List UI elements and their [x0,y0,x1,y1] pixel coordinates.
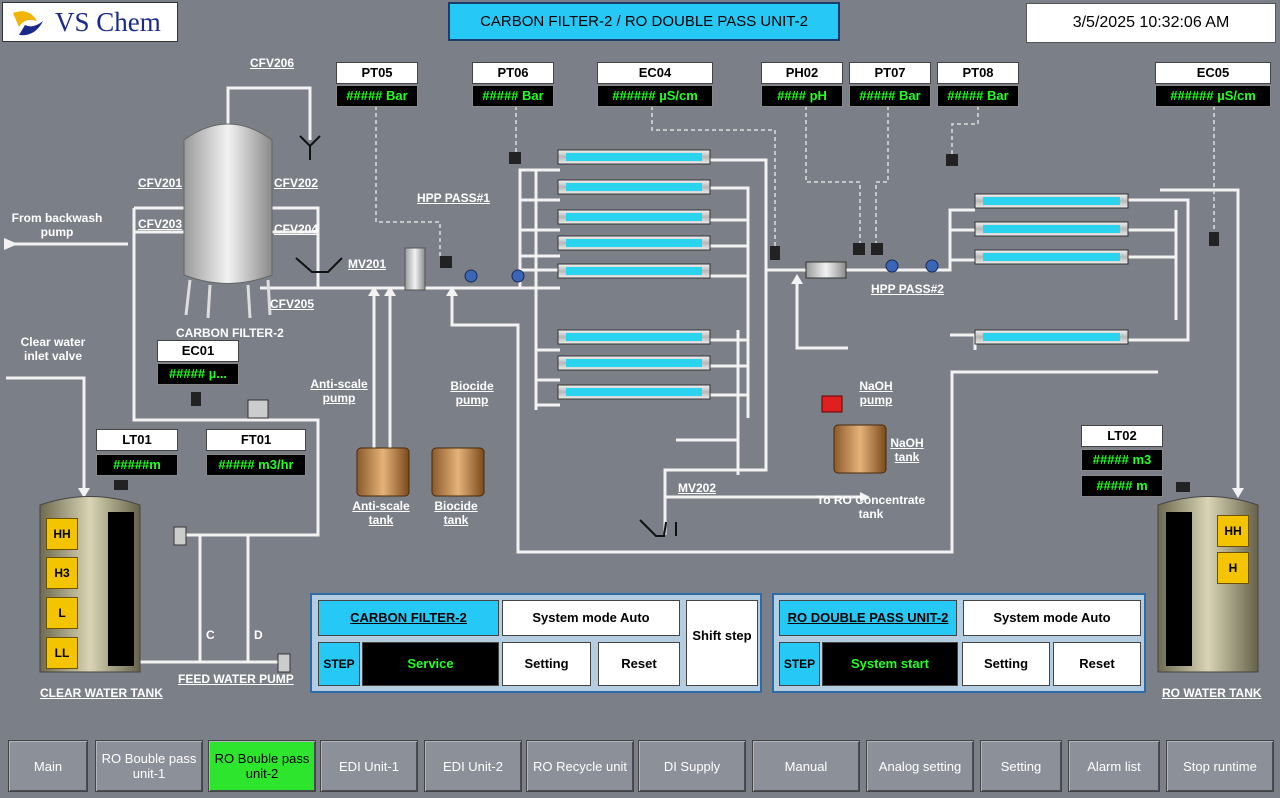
ro-level-hh: HH [1217,515,1249,547]
cfv202-label[interactable]: CFV202 [274,176,319,190]
process-diagram [4,86,1259,673]
vs-chem-logo: VS Chem [2,2,178,42]
nav-setting[interactable]: Setting [980,740,1062,792]
mv201-label[interactable]: MV201 [348,257,387,271]
ro-setting-button[interactable]: Setting [962,642,1050,686]
pt08-name: PT08 [937,62,1019,84]
antiscale-tank-label: Anti-scale tank [352,499,410,527]
nav-analog-setting[interactable]: Analog setting [866,740,974,792]
hpp-pass2-label[interactable]: HPP PASS#2 [871,282,944,296]
lt02-value-volume[interactable]: ##### m3 [1081,449,1163,471]
ro-reset-button[interactable]: Reset [1053,642,1141,686]
line-d-label: D [254,628,263,642]
antiscale-pump-label[interactable]: Anti-scale pump [310,377,368,405]
carbon-filter-vessel [183,123,273,319]
cf-setting-button[interactable]: Setting [502,642,591,686]
cf-step-label: STEP [318,642,360,686]
pt05-name: PT05 [336,62,418,84]
nav-manual[interactable]: Manual [752,740,860,792]
ph02-name: PH02 [761,62,843,84]
lt02-value-level[interactable]: ##### m [1081,475,1163,497]
cfv205-label[interactable]: CFV205 [270,297,315,311]
nav-alarm-list[interactable]: Alarm list [1068,740,1160,792]
ro-control-panel: RO DOUBLE PASS UNIT-2 System mode Auto S… [772,593,1146,693]
ec05-value[interactable]: ###### µS/cm [1155,85,1271,107]
ft01-value[interactable]: ##### m3/hr [206,454,306,476]
pt06-name: PT06 [472,62,554,84]
biocide-tank-label: Biocide tank [434,499,478,527]
cf-step-value: Service [362,642,499,686]
nav-ro-unit-1[interactable]: RO Bouble pass unit-1 [95,740,203,792]
cfv204-label[interactable]: CFV204 [274,222,319,236]
mv202-label[interactable]: MV202 [678,481,717,495]
lt01-value[interactable]: #####m [96,454,178,476]
ec01-name: EC01 [157,340,239,362]
ro-water-tank-label: RO WATER TANK [1162,686,1262,700]
feed-water-pump-label[interactable]: FEED WATER PUMP [178,672,294,686]
ec04-value[interactable]: ###### µS/cm [597,85,713,107]
cf-system-mode-button[interactable]: System mode Auto [502,600,680,636]
cfv203-label[interactable]: CFV203 [138,217,183,231]
pt07-value[interactable]: ##### Bar [849,85,931,107]
from-backwash-label: From backwash pump [11,211,103,239]
ro-level-h: H [1217,552,1249,584]
hpp-pass1-label[interactable]: HPP PASS#1 [417,191,490,205]
naoh-pump-label[interactable]: NaOH pump [859,379,893,407]
lt01-name: LT01 [96,429,178,451]
pt06-value[interactable]: ##### Bar [472,85,554,107]
cfv206-label[interactable]: CFV206 [250,56,295,70]
ph02-value[interactable]: #### pH [761,85,843,107]
logo-icon [13,11,43,36]
ec04-name: EC04 [597,62,713,84]
line-c-label: C [206,628,215,642]
nav-stop-runtime[interactable]: Stop runtime [1166,740,1274,792]
clear-level-l: L [46,597,78,629]
nav-main[interactable]: Main [8,740,88,792]
logo-text: VS Chem [55,7,161,37]
ft01-name: FT01 [206,429,306,451]
clear-level-ll: LL [46,637,78,669]
page-title: CARBON FILTER-2 / RO DOUBLE PASS UNIT-2 [448,2,840,41]
clear-water-tank-label: CLEAR WATER TANK [40,686,163,700]
to-ro-concentrate-label: To RO Concentrate tank [816,493,926,521]
pt05-value[interactable]: ##### Bar [336,85,418,107]
pt08-value[interactable]: ##### Bar [937,85,1019,107]
ro-step-label: STEP [779,642,820,686]
ro-unit-name-button[interactable]: RO DOUBLE PASS UNIT-2 [779,600,957,636]
nav-ro-unit-2[interactable]: RO Bouble pass unit-2 [208,740,316,792]
biocide-pump-label[interactable]: Biocide pump [450,379,494,407]
ro-step-value: System start [822,642,958,686]
naoh-tank-label: NaOH tank [890,436,924,464]
nav-di-supply[interactable]: DI Supply [638,740,746,792]
ec05-name: EC05 [1155,62,1271,84]
lt02-name: LT02 [1081,425,1163,447]
nav-ro-recycle[interactable]: RO Recycle unit [526,740,634,792]
cf-shift-step-button[interactable]: Shift step [686,600,758,686]
ro-system-mode-button[interactable]: System mode Auto [963,600,1141,636]
cf-unit-name-button[interactable]: CARBON FILTER-2 [318,600,499,636]
carbon-filter-control-panel: CARBON FILTER-2 System mode Auto Shift s… [310,593,762,693]
clear-level-hh: HH [46,518,78,550]
datetime-display: 3/5/2025 10:32:06 AM [1026,3,1276,43]
nav-edi-unit-2[interactable]: EDI Unit-2 [424,740,522,792]
clear-level-h3: H3 [46,557,78,589]
clear-water-inlet-label: Clear water inlet valve [20,335,86,363]
carbon-filter-label: CARBON FILTER-2 [176,326,284,340]
nav-edi-unit-1[interactable]: EDI Unit-1 [320,740,418,792]
ec01-value[interactable]: ##### µ... [157,363,239,385]
cf-reset-button[interactable]: Reset [598,642,680,686]
cfv201-label[interactable]: CFV201 [138,176,183,190]
pt07-name: PT07 [849,62,931,84]
